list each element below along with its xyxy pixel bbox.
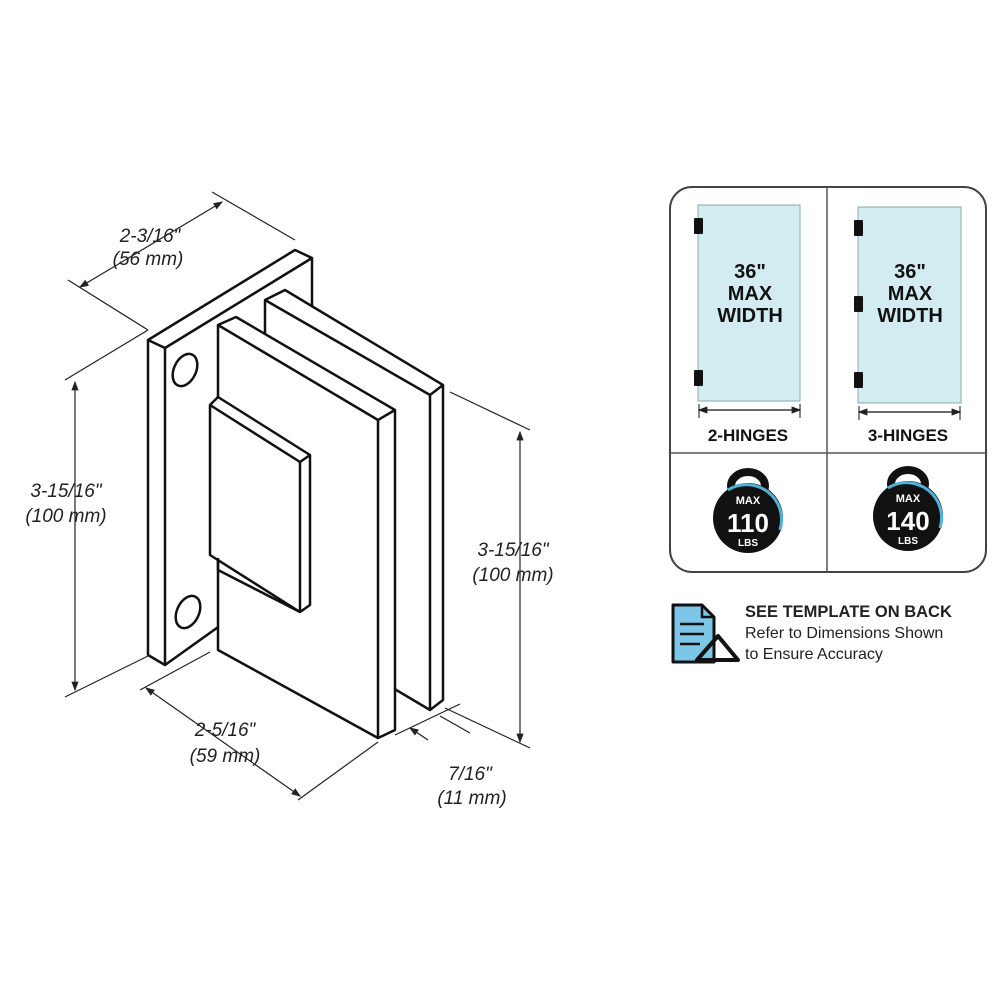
dimension-lines bbox=[64, 191, 531, 801]
left-height-in: 3-15/16" bbox=[30, 481, 102, 502]
door-panel-3-hinges: 36" MAX WIDTH 3-HINGES bbox=[854, 206, 962, 445]
hinge-icon bbox=[854, 372, 863, 388]
hinge-illustration bbox=[146, 248, 445, 740]
template-note-title: SEE TEMPLATE ON BACK bbox=[745, 603, 952, 621]
svg-text:MAX: MAX bbox=[736, 495, 761, 507]
svg-text:WIDTH: WIDTH bbox=[717, 305, 783, 327]
svg-text:WIDTH: WIDTH bbox=[877, 305, 943, 327]
mounting-hole-bottom bbox=[174, 594, 202, 630]
hinge-count-label: 3-HINGES bbox=[868, 426, 948, 445]
svg-text:LBS: LBS bbox=[898, 536, 918, 547]
svg-text:36": 36" bbox=[734, 261, 766, 283]
svg-text:MAX: MAX bbox=[888, 283, 933, 305]
hinge-icon bbox=[854, 296, 863, 312]
thickness-in: 7/16" bbox=[448, 764, 493, 785]
template-note-line2: to Ensure Accuracy bbox=[745, 646, 883, 663]
svg-text:MAX: MAX bbox=[728, 283, 773, 305]
svg-text:MAX: MAX bbox=[896, 493, 921, 505]
hinge-icon bbox=[694, 218, 703, 234]
top-width-in: 2-3/16" bbox=[119, 226, 182, 247]
hinge-icon bbox=[694, 370, 703, 386]
hinge-body bbox=[208, 395, 312, 614]
document-template-icon bbox=[671, 603, 740, 664]
right-height-mm: (100 mm) bbox=[472, 565, 553, 586]
hinge-icon bbox=[854, 220, 863, 236]
door-panel-2-hinges: 36" MAX WIDTH 2-HINGES bbox=[694, 204, 802, 445]
spec-box: 36" MAX WIDTH 2-HINGES MAX 110 LBS 36" M… bbox=[669, 186, 987, 573]
weight-icon-140: MAX 140 LBS bbox=[873, 466, 944, 551]
hinge-count-label: 2-HINGES bbox=[708, 426, 788, 445]
bottom-width-mm: (59 mm) bbox=[190, 746, 261, 767]
template-note-line1: Refer to Dimensions Shown bbox=[745, 625, 944, 642]
svg-text:110: 110 bbox=[727, 508, 769, 538]
right-height-in: 3-15/16" bbox=[477, 540, 549, 561]
svg-text:140: 140 bbox=[886, 506, 929, 536]
mounting-hole-top bbox=[171, 352, 199, 388]
left-height-mm: (100 mm) bbox=[25, 506, 106, 527]
svg-text:36": 36" bbox=[894, 261, 926, 283]
top-width-mm: (56 mm) bbox=[113, 249, 184, 270]
thickness-mm: (11 mm) bbox=[437, 788, 506, 809]
weight-icon-110: MAX 110 LBS bbox=[713, 468, 784, 553]
bottom-width-in: 2-5/16" bbox=[194, 720, 257, 741]
svg-text:LBS: LBS bbox=[738, 538, 758, 549]
template-note: SEE TEMPLATE ON BACK Refer to Dimensions… bbox=[745, 602, 952, 665]
